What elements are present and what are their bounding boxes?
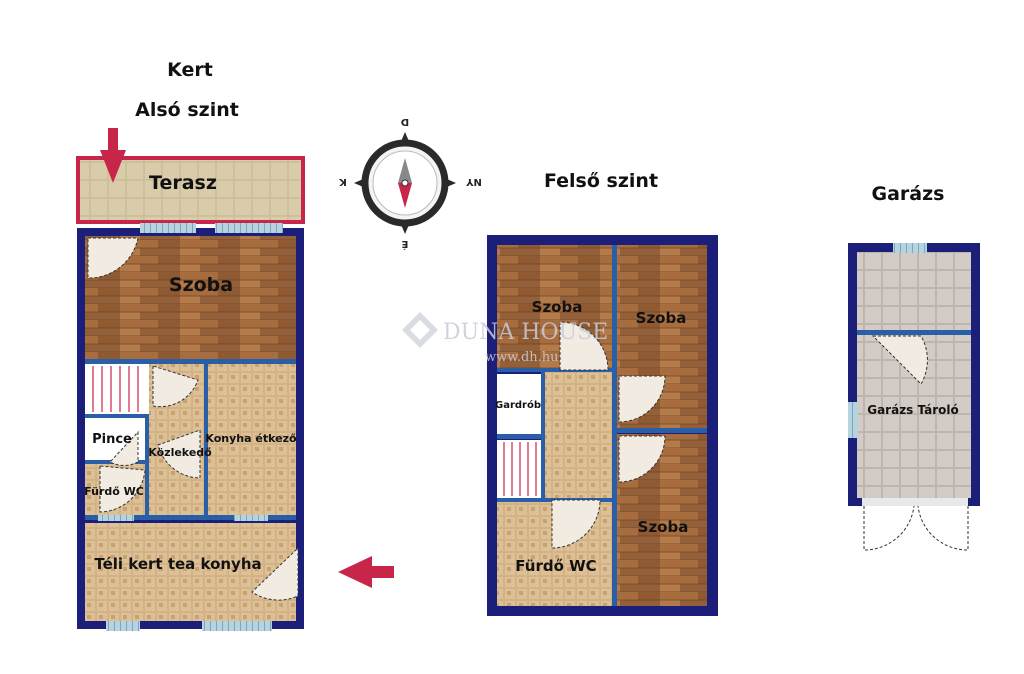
compass-west: K bbox=[338, 176, 347, 187]
compass-east: NY bbox=[465, 176, 481, 187]
label-also-szint: Alsó szint bbox=[135, 99, 239, 121]
room-teli-kert bbox=[85, 523, 296, 621]
door-swing bbox=[152, 365, 199, 408]
watermark-brand: DUNA HOUSE bbox=[443, 320, 608, 345]
room-konyha-etkezo-label: Konyha étkező bbox=[205, 432, 297, 445]
watermark-url: www.dh.hu bbox=[485, 350, 559, 365]
window bbox=[848, 402, 858, 438]
compass-icon: D É NY K bbox=[338, 116, 482, 251]
room-garazs-tarolo-label: Garázs Tároló bbox=[867, 403, 959, 417]
room-szoba-upper-left-label: Szoba bbox=[532, 298, 583, 316]
window bbox=[215, 223, 283, 233]
compass-south: É bbox=[401, 238, 408, 251]
side-entry-arrow-icon bbox=[338, 556, 394, 588]
label-felso-szint: Felső szint bbox=[544, 170, 658, 192]
door-swing bbox=[99, 465, 146, 513]
door-swing bbox=[251, 546, 299, 601]
window bbox=[202, 621, 272, 631]
door-swing bbox=[551, 499, 601, 549]
room-teli-kert-label: Téli kert tea konyha bbox=[94, 555, 261, 573]
duna-house-logo-icon bbox=[402, 312, 438, 348]
upper-floor: Szoba Szoba Gardrób Szoba Fürdő WC bbox=[487, 235, 718, 616]
staircase-lower bbox=[85, 364, 149, 414]
window bbox=[106, 621, 140, 631]
room-pince-label: Pince bbox=[92, 432, 132, 447]
door-swing bbox=[559, 321, 609, 371]
door-swing bbox=[618, 435, 666, 483]
room-furdo-wc-lower-label: Fürdő WC bbox=[84, 485, 144, 498]
room-gardrob-label: Gardrób bbox=[495, 399, 541, 411]
window bbox=[140, 223, 196, 233]
room-terasz: Terasz bbox=[149, 172, 217, 194]
lower-floor: Terasz bbox=[76, 128, 305, 631]
watermark: DUNA HOUSE www.dh.hu bbox=[402, 312, 608, 365]
room-konyha-etkezo bbox=[208, 364, 296, 515]
label-kert: Kert bbox=[167, 59, 213, 81]
room-szoba-lower-label: Szoba bbox=[169, 274, 233, 296]
door-swing bbox=[618, 375, 666, 423]
garage: Garázs Tároló bbox=[848, 243, 980, 551]
room-szoba-upper-bottom-label: Szoba bbox=[638, 518, 689, 536]
door-swing bbox=[871, 335, 928, 385]
compass-north: D bbox=[401, 116, 409, 127]
room-furdo-wc-upper-label: Fürdő WC bbox=[515, 557, 596, 575]
entry-arrow-icon bbox=[100, 128, 126, 183]
door-swing bbox=[157, 429, 201, 479]
room-gardrob bbox=[497, 374, 541, 434]
door-swing bbox=[87, 237, 139, 279]
room-kozlekedo-label: Közlekedő bbox=[148, 446, 212, 459]
label-garazs: Garázs bbox=[872, 183, 945, 205]
garage-doors bbox=[863, 505, 969, 551]
room-szoba-upper-right-label: Szoba bbox=[636, 309, 687, 327]
window bbox=[893, 243, 927, 253]
